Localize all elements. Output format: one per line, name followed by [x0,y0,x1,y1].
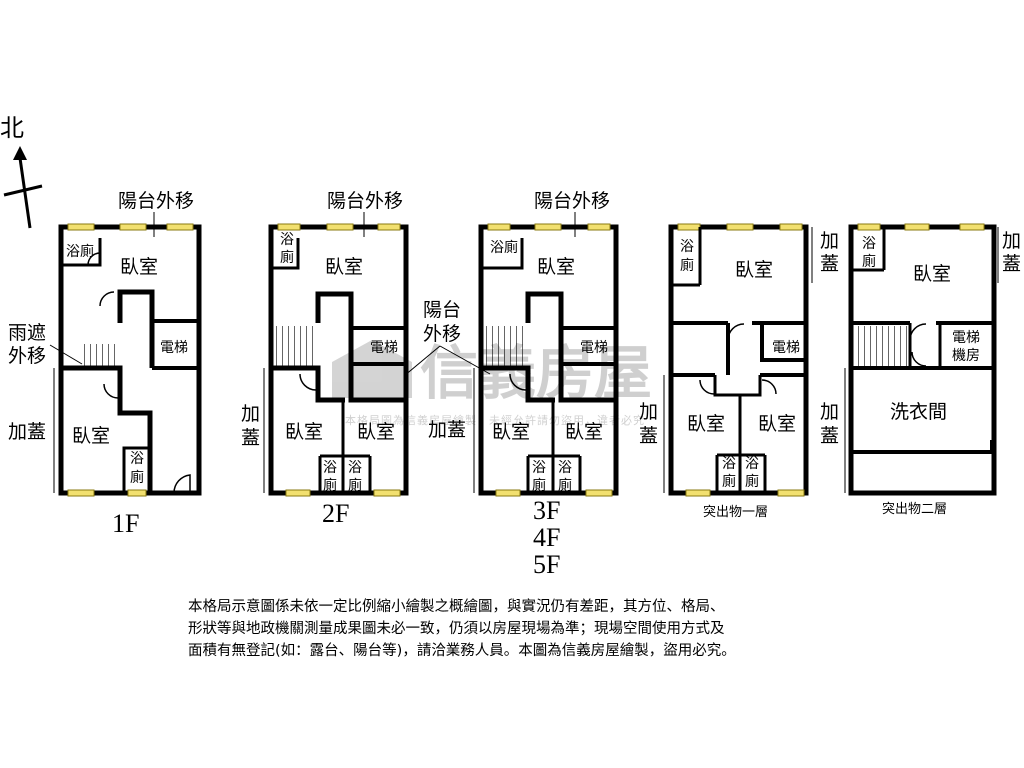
label-bath: 浴 [280,232,294,248]
label-toilet: 廁 [532,477,546,494]
north-arrow-icon [13,146,27,160]
compass: 北 [0,114,43,229]
floor-label-roof-1: 突出物一層 [703,504,768,520]
label-toilet: 廁 [130,469,144,486]
label-toilet: 廁 [558,477,572,494]
label-laundry-room: 洗衣間 [890,401,947,423]
label-elevator: 電梯 [160,340,188,356]
label-cover: 蓋 [639,425,658,447]
label-elevator-machine-room: 機房 [952,348,980,364]
label-bath: 浴 [558,460,572,476]
watermark-brand: 信義房屋 [420,339,652,407]
label-elevator: 電梯 [952,330,980,346]
label-moved-out: 外移 [423,323,461,345]
plan-3f-4f-5f: 浴廁 臥室 電梯 臥室 臥室 浴 廁 浴 廁 陽台外移 加蓋 3F 4F 5F [428,190,619,579]
stairs-roof-2 [856,326,910,368]
label-add: 加 [820,401,839,423]
label-balcony-moved-out: 陽台外移 [327,190,403,212]
label-bath: 浴 [862,236,876,252]
windows [277,223,401,497]
label-toilet: 廁 [862,253,876,270]
stairs-3f [486,326,528,368]
label-bath: 浴 [722,456,736,472]
label-bedroom: 臥室 [913,263,951,285]
label-add: 加 [1002,230,1021,252]
label-bath: 浴 [348,460,362,476]
label-toilet: 廁 [680,257,694,274]
label-cover: 蓋 [820,253,839,275]
label-add: 加 [639,401,658,423]
disclaimer-text: 本格局示意圖係未依一定比例縮小繪製之概繪圖，與實況仍有差距，其方位、格局、 形狀… [188,596,848,662]
disclaimer-line: 本格局示意圖係未依一定比例縮小繪製之概繪圖，與實況仍有差距，其方位、格局、 [188,599,725,615]
label-elevator: 電梯 [772,340,800,356]
label-bath: 浴 [130,451,144,467]
label-cover: 蓋 [1002,253,1021,275]
plan-roof-level-1: 浴 廁 臥室 電梯 臥室 臥室 浴 廁 浴 廁 加 蓋 加 蓋 突出物一層 [639,223,839,520]
floor-label-1f: 1F [112,509,139,538]
label-addition: 加蓋 [8,421,46,443]
floor-label-4f: 4F [533,523,560,552]
windows [857,223,985,231]
watermark-note: 本格局圖為信義房屋繪製，未經允許請勿盜用，違者必究 [345,413,645,427]
label-bedroom: 臥室 [72,425,110,447]
label-bedroom: 臥室 [120,256,158,278]
label-bedroom: 臥室 [565,421,603,443]
disclaimer-line: 形狀等與地政機關測量成果圖未必一致，仍須以房屋現場為準；現場空間使用方式及 [188,621,725,637]
label-bedroom: 臥室 [285,421,323,443]
label-bedroom: 臥室 [492,421,530,443]
floor-label-3f: 3F [533,496,560,525]
label-moved-out: 外移 [8,345,46,367]
label-cover: 蓋 [820,425,839,447]
label-bedroom: 臥室 [758,413,796,435]
label-bedroom: 臥室 [735,259,773,281]
label-elevator: 電梯 [370,340,398,356]
windows [67,223,194,497]
label-bedroom: 臥室 [537,256,575,278]
label-elevator: 電梯 [580,340,608,356]
label-bedroom: 臥室 [357,421,395,443]
label-toilet: 廁 [280,249,294,266]
plan-2f: 浴 廁 臥室 電梯 臥室 臥室 浴 廁 浴 廁 陽台外移 加 蓋 2F [241,190,409,528]
label-toilet: 廁 [348,477,362,494]
stairs-1f [82,344,120,368]
label-balcony: 陽台 [423,299,461,321]
label-toilet: 廁 [745,473,759,490]
label-bath: 浴 [532,460,546,476]
label-bath: 浴 [745,456,759,472]
label-bedroom: 臥室 [687,413,725,435]
label-add: 加 [820,230,839,252]
label-addition: 加蓋 [428,419,466,441]
stairs-2f [276,326,318,368]
plan-1f: 浴廁 臥室 電梯 臥室 浴 廁 陽台外移 雨遮 外移 加蓋 1F [8,190,202,538]
label-bathroom: 浴廁 [490,239,518,256]
floor-label-2f: 2F [322,499,349,528]
floor-label-5f: 5F [533,550,560,579]
label-bathroom: 浴廁 [66,243,94,260]
label-bath: 浴 [680,239,694,255]
label-add: 加 [241,403,260,425]
label-bedroom: 臥室 [325,256,363,278]
floor-label-roof-2: 突出物二層 [882,501,947,517]
plan-roof-level-2: 浴 廁 臥室 電梯 機房 洗衣間 加 蓋 加 蓋 突出物二層 [820,223,1021,517]
north-label: 北 [0,114,24,142]
label-cover: 蓋 [241,427,260,449]
label-balcony-moved-out: 陽台外移 [118,190,194,212]
windows [677,223,805,497]
label-rain-cover: 雨遮 [8,322,46,344]
windows [487,223,613,497]
label-bath: 浴 [323,460,337,476]
label-toilet: 廁 [722,473,736,490]
disclaimer-line: 面積有無登記(如：露台、陽台等)，請洽業務人員。本圖為信義房屋繪製，盜用必究。 [188,643,736,659]
label-balcony-moved-out: 陽台外移 [534,190,610,212]
label-toilet: 廁 [323,477,337,494]
